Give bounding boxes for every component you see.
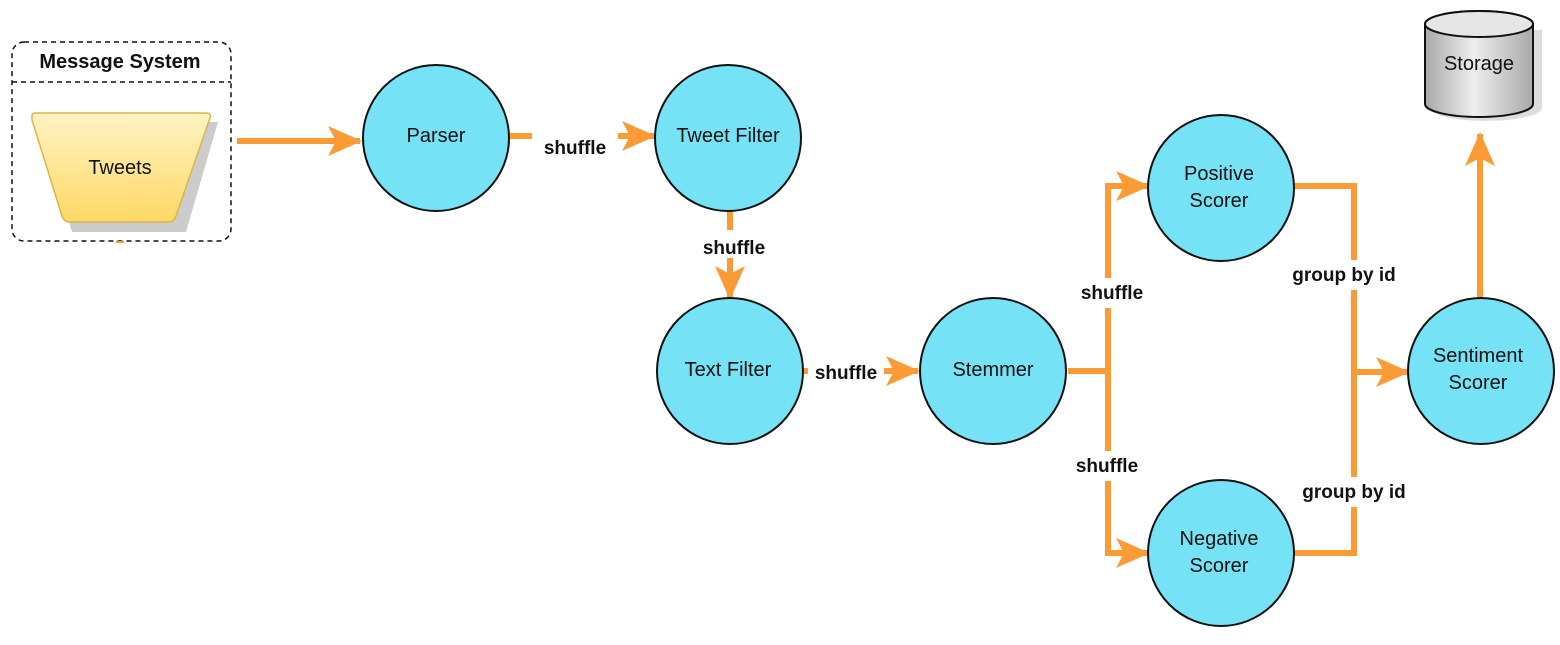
- sentiment-scorer-label-line2: Scorer: [1449, 372, 1508, 394]
- stemmer-node: Stemmer: [919, 297, 1067, 445]
- svg-text:Sentiment: Sentiment: [1433, 345, 1523, 367]
- edge-labels: shuffle shuffle shuffle shuffle shuffle …: [532, 133, 1416, 507]
- tweet-filter-label: Tweet Filter: [676, 125, 780, 147]
- positive-scorer-node: Positive Scorer: [1147, 114, 1295, 262]
- sentiment-scorer-label-line1: Sentiment: [1433, 345, 1523, 367]
- svg-text:Tweet Filter: Tweet Filter: [676, 125, 780, 147]
- tweets-source: [31, 112, 212, 223]
- svg-text:Text Filter: Text Filter: [685, 359, 772, 381]
- text-filter-node: Text Filter: [656, 297, 804, 445]
- svg-text:Positive: Positive: [1184, 163, 1254, 185]
- negative-scorer-label-line2: Scorer: [1190, 555, 1249, 577]
- parser-node: Parser: [362, 64, 510, 212]
- positive-scorer-label-line1: Positive: [1184, 163, 1254, 185]
- message-system-title: Message System: [39, 51, 200, 73]
- edge-label-positive-sentiment: group by id: [1292, 265, 1395, 286]
- parser-label: Parser: [407, 125, 466, 147]
- text-filter-label: Text Filter: [685, 359, 772, 381]
- edge-label-parser-tweet-filter: shuffle: [544, 138, 606, 159]
- edge-negative-to-sentiment: [1294, 372, 1357, 556]
- edge-label-stemmer-negative: shuffle: [1076, 456, 1138, 477]
- edge-label-stemmer-positive: shuffle: [1081, 283, 1143, 304]
- svg-text:Scorer: Scorer: [1190, 190, 1249, 212]
- svg-text:Scorer: Scorer: [1190, 555, 1249, 577]
- svg-text:Stemmer: Stemmer: [952, 359, 1033, 381]
- sentiment-scorer-node: Sentiment Scorer: [1407, 297, 1555, 445]
- storage-label: Storage: [1444, 53, 1514, 75]
- stemmer-label: Stemmer: [952, 359, 1033, 381]
- edge-stemmer-to-negative: [1105, 371, 1150, 568]
- storage-top: [1424, 10, 1534, 38]
- svg-text:Scorer: Scorer: [1449, 372, 1508, 394]
- edge-label-text-filter-stemmer: shuffle: [815, 363, 877, 384]
- nodes: Parser Tweet Filter Text Filter Stemmer: [362, 64, 1555, 627]
- svg-text:Negative: Negative: [1180, 528, 1259, 550]
- negative-scorer-label-line1: Negative: [1180, 528, 1259, 550]
- svg-text:Parser: Parser: [407, 125, 466, 147]
- message-system-group: Message System Tweets: [11, 41, 232, 243]
- tweets-label: Tweets: [88, 157, 151, 179]
- negative-scorer-node: Negative Scorer: [1147, 479, 1295, 627]
- positive-scorer-label-line2: Scorer: [1190, 190, 1249, 212]
- edge-positive-to-sentiment: [1294, 183, 1357, 372]
- edge-label-tweet-filter-text-filter: shuffle: [703, 238, 765, 259]
- storage-database: Storage: [1424, 10, 1542, 121]
- tweet-filter-node: Tweet Filter: [654, 64, 802, 212]
- edge-label-negative-sentiment: group by id: [1302, 482, 1405, 503]
